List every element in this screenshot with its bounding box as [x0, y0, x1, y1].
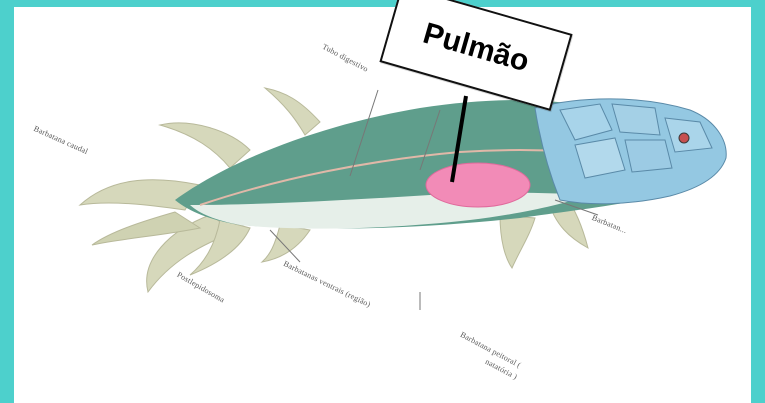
ventral-fin-2 [262, 225, 310, 262]
dorsal-fin-2 [265, 88, 320, 135]
fish-eye [679, 133, 689, 143]
sign-text: Pulmão [419, 17, 533, 80]
dorsal-fin-1 [160, 123, 250, 168]
lung [426, 163, 530, 207]
ventral-fin-3 [500, 215, 535, 268]
caudal-fin-upper [80, 180, 200, 210]
